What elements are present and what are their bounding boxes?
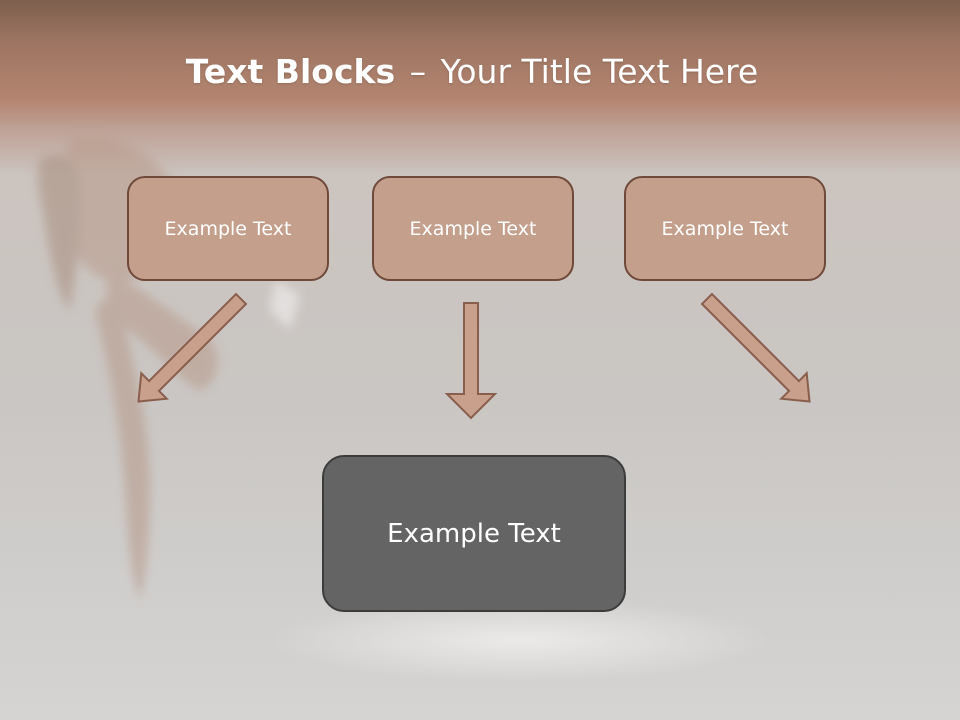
text-block-right-label: Example Text	[661, 217, 789, 240]
slide-title: Text Blocks – Your Title Text Here	[0, 52, 944, 91]
text-block-bottom-label: Example Text	[387, 518, 561, 549]
text-block-right[interactable]: Example Text	[624, 176, 826, 281]
text-block-left-label: Example Text	[164, 217, 292, 240]
arrow-down-icon	[444, 302, 498, 420]
title-rest-part: Your Title Text Here	[440, 52, 759, 91]
text-block-center-label: Example Text	[409, 217, 537, 240]
arrow-down-left-icon	[700, 292, 811, 403]
title-dash: –	[409, 52, 427, 91]
text-block-center[interactable]: Example Text	[372, 176, 574, 281]
text-block-left[interactable]: Example Text	[127, 176, 329, 281]
title-bold-part: Text Blocks	[185, 52, 396, 91]
text-block-bottom[interactable]: Example Text	[322, 455, 626, 612]
